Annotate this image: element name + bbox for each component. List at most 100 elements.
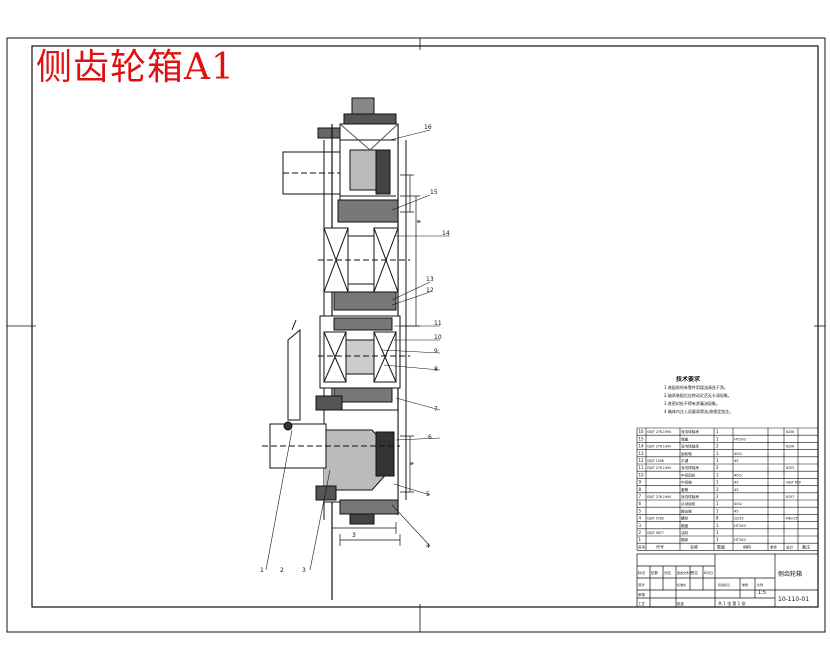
bom-cell-no: 14 (639, 444, 645, 449)
bom-header-unit: 单件 (770, 544, 778, 549)
bom-cell-material: 40Cr (734, 502, 743, 506)
bom-cell-qty: 1 (716, 501, 719, 506)
bom-cell-no: 6 (639, 501, 642, 506)
bom-cell-qty: 1 (716, 480, 719, 485)
tb-label-approve: 批准 (677, 601, 685, 606)
tech-req-line: 2.轴承装配后应转动灵活无卡滞现象。 (664, 393, 732, 398)
bom-cell-name: 套筒 (681, 487, 689, 492)
drawing-number: 10-110-01 (778, 596, 809, 603)
gearbox-section: 3 φ φ (262, 97, 422, 600)
bom-cell-note: 6208 (786, 430, 794, 434)
svg-text:φ: φ (409, 461, 415, 465)
bom-cell-qty: 1 (716, 537, 719, 542)
bom-cell-no: 15 (639, 436, 645, 441)
leader-lines (265, 129, 450, 571)
bom-cell-material: 40Cr (734, 452, 743, 456)
balloon-10: 10 (434, 334, 442, 341)
balloon-8: 8 (434, 366, 438, 373)
tb-label-mark: 标记 (638, 570, 646, 575)
bom-cell-no: 2 (639, 530, 642, 535)
bom-cell-qty: 1 (716, 429, 719, 434)
bom-cell-material: 45 (734, 481, 739, 485)
bom-cell-no: 3 (639, 523, 642, 528)
bom-header-no: 序号 (638, 544, 646, 549)
tb-label-zone: 分区 (664, 570, 672, 575)
bom-cell-qty: 8 (716, 516, 719, 521)
bom-cell-no: 10 (639, 472, 645, 477)
tb-label-review: 审核 (638, 592, 646, 597)
balloon-2: 2 (280, 567, 284, 574)
balloon-16: 16 (424, 124, 432, 131)
bom-cell-name: 箱体 (681, 537, 689, 542)
bom-header-note: 备注 (802, 543, 810, 549)
bom-cell-code: GB/T 276-1994 (647, 430, 671, 434)
bom-cell-no: 16 (639, 429, 645, 434)
balloon-7: 7 (434, 406, 438, 413)
bom-cell-material: HT200 (734, 524, 746, 528)
bom-cell-material: 45 (734, 488, 739, 492)
balloon-11: 11 (434, 320, 442, 327)
bom-cell-name: 深沟球轴承 (681, 429, 699, 434)
bom-cell-qty: 1 (716, 508, 719, 513)
tb-label-date: 年月日 (704, 570, 713, 575)
bom-cell-note: 6205 (786, 466, 794, 470)
bom-cell-qty: 1 (716, 472, 719, 477)
bom-cell-name: 深沟球轴承 (681, 494, 699, 499)
tb-label-weight: 重量 (742, 582, 748, 587)
svg-text:φ: φ (416, 219, 422, 223)
outer-frame (6, 37, 826, 633)
bom-cell-name: 箱盖 (681, 523, 689, 528)
bom-cell-qty: 1 (716, 530, 719, 535)
balloon-14: 14 (442, 230, 450, 237)
bom-cell-name: 深沟球轴承 (681, 444, 699, 449)
tech-req-line: 4.箱体内注入适量润滑油,按规定加注。 (664, 409, 734, 414)
tb-label-process: 工艺 (638, 601, 646, 606)
bom-cell-no: 13 (639, 451, 645, 456)
bom-cell-code: GB/T 1096 (647, 459, 664, 463)
bom-cell-no: 5 (639, 508, 642, 513)
balloon-12: 12 (426, 287, 434, 294)
bom-cell-code: GB/T 276-1994 (647, 445, 671, 449)
inner-frame (31, 45, 819, 608)
balloon-3: 3 (302, 567, 306, 574)
bom-cell-qty: 1 (716, 458, 719, 463)
balloon-9: 9 (434, 348, 438, 355)
bom-cell-name: 深沟球轴承 (681, 465, 699, 470)
tb-label-stage: 阶段标记 (718, 582, 730, 587)
bom-cell-qty: 2 (716, 487, 719, 492)
balloon-6: 6 (428, 434, 432, 441)
bom-cell-qty: 1 (716, 451, 719, 456)
bom-cell-code: GB/T 9877 (647, 531, 664, 535)
tb-label-count: 处数 (651, 570, 659, 575)
bom-header-name: 名称 (690, 543, 698, 549)
bom-cell-no: 9 (639, 480, 642, 485)
bom-cell-name: 平键 (681, 458, 689, 463)
bom-cell-qty: 1 (716, 523, 719, 528)
title-block (636, 553, 819, 608)
bom-cell-note: 6207 (786, 495, 794, 499)
tb-label-standard: 标准化 (677, 582, 686, 587)
bom-cell-code: GB/T 276-1994 (647, 495, 671, 499)
bom-cell-name: 油封 (681, 530, 689, 535)
tb-label-design: 设计 (638, 582, 646, 587)
bom-cell-name: 齿轮轴 (681, 451, 692, 456)
bom-cell-qty: 2 (716, 444, 719, 449)
balloon-1: 1 (260, 567, 264, 574)
bom-header-total: 总计 (786, 544, 794, 549)
bom-cell-note: M8×25 (786, 517, 798, 521)
bom-cell-material: 40Cr (734, 473, 743, 477)
bom-cell-material: HT200 (734, 437, 746, 441)
bom-cell-qty: 2 (716, 465, 719, 470)
balloon-13: 13 (426, 276, 434, 283)
bom-header-code: 代号 (656, 543, 664, 549)
bom-cell-qty: 1 (716, 436, 719, 441)
drawing-name: 侧齿轮箱 (778, 570, 802, 578)
bom-cell-qty: 2 (716, 494, 719, 499)
bom-cell-name: 中间齿轮 (681, 472, 696, 477)
bom-cell-name: 中间轴 (681, 480, 692, 485)
title-block-text: 侧齿轮箱 10-110-01 1:5 共 1 张 第 1 张 标记 处数 分区 … (638, 570, 809, 606)
bom-cell-material: HT200 (734, 538, 746, 542)
bom-cell-no: 12 (639, 458, 645, 463)
drawing-title: 侧齿轮箱A1 (36, 47, 235, 88)
